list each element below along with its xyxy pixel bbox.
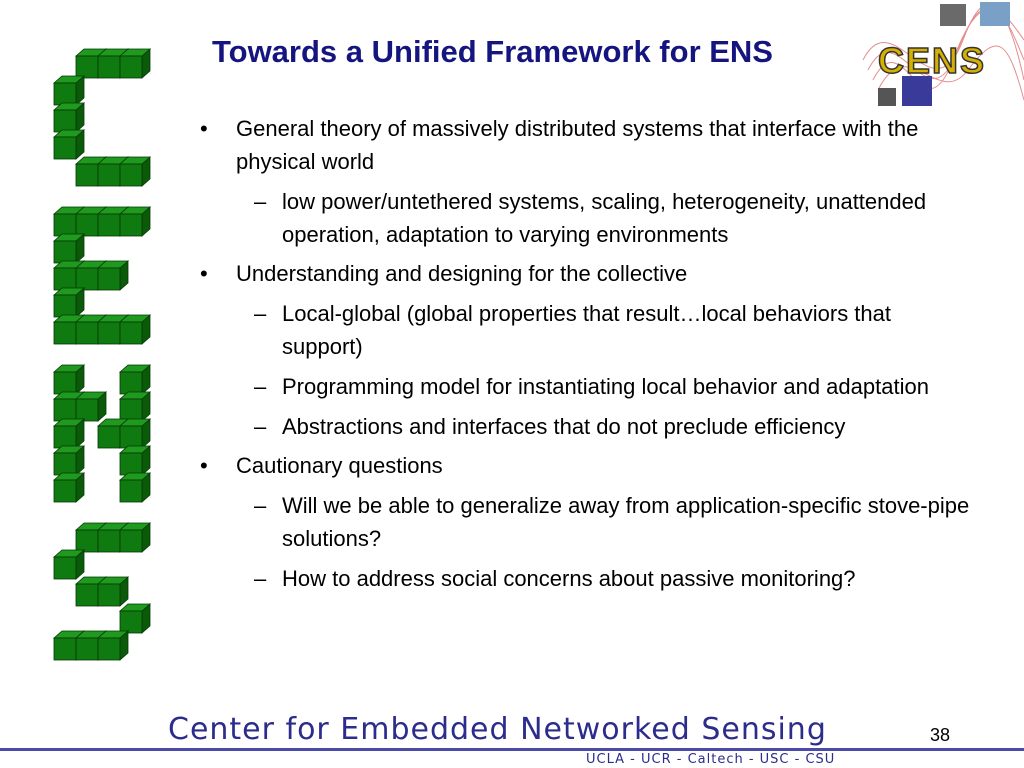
- letter-block: [52, 445, 86, 476]
- letter-block: [118, 156, 152, 187]
- letter-block: [52, 287, 86, 318]
- letter-block: [96, 630, 130, 661]
- sub-bullet-item: – low power/untethered systems, scaling,…: [196, 185, 976, 251]
- letter-block: [52, 129, 86, 160]
- bullet-text: Cautionary questions: [236, 453, 443, 478]
- letter-block: [52, 364, 86, 395]
- cens-logo-text: CENS: [877, 39, 987, 82]
- slide-title: Towards a Unified Framework for ENS: [212, 34, 773, 69]
- letter-block: [118, 472, 152, 503]
- letter-block: [118, 603, 152, 634]
- dash-marker: –: [254, 414, 267, 439]
- bullet-text: Understanding and designing for the coll…: [236, 261, 688, 286]
- dash-marker: –: [254, 493, 267, 518]
- letter-block: [52, 472, 86, 503]
- sub-bullet-item: – Abstractions and interfaces that do no…: [196, 410, 976, 443]
- sub-bullet-item: – Local-global (global properties that r…: [196, 297, 976, 363]
- bullet-item: • Understanding and designing for the co…: [196, 257, 976, 290]
- letter-block: [52, 549, 86, 580]
- letter-block: [118, 391, 152, 422]
- sub-bullet-item: – Will we be able to generalize away fro…: [196, 489, 976, 555]
- sub-bullet-text: How to address social concerns about pas…: [282, 566, 856, 591]
- dash-marker: –: [254, 374, 267, 399]
- footer-subtitle: UCLA - UCR - Caltech - USC - CSU: [586, 752, 836, 767]
- letter-block: [118, 206, 152, 237]
- bullet-marker: •: [200, 453, 208, 478]
- bullet-marker: •: [200, 261, 208, 286]
- letter-block: [118, 522, 152, 553]
- letter-block: [118, 418, 152, 449]
- sub-bullet-text: Local-global (global properties that res…: [282, 301, 892, 359]
- letter-block: [74, 391, 108, 422]
- sub-bullet-text: low power/untethered systems, scaling, h…: [282, 189, 927, 247]
- letter-block: [118, 445, 152, 476]
- letter-block: [96, 260, 130, 291]
- letter-block: [118, 48, 152, 79]
- letter-block: [96, 576, 130, 607]
- footer-title: Center for Embedded Networked Sensing: [168, 712, 827, 747]
- footer-divider: [0, 748, 1024, 751]
- bullet-list: • General theory of massively distribute…: [196, 112, 976, 595]
- letter-block: [52, 418, 86, 449]
- letter-block: [52, 102, 86, 133]
- dash-marker: –: [254, 301, 267, 326]
- bullet-text: General theory of massively distributed …: [236, 116, 919, 174]
- sub-bullet-text: Will we be able to generalize away from …: [282, 493, 970, 551]
- letter-block: [118, 364, 152, 395]
- letter-block: [52, 75, 86, 106]
- cens-block-letters-graphic: [52, 48, 152, 661]
- sub-bullet-text: Abstractions and interfaces that do not …: [282, 414, 846, 439]
- dash-marker: –: [254, 566, 267, 591]
- page-number: 38: [930, 725, 951, 745]
- letter-block: [52, 233, 86, 264]
- bullet-marker: •: [200, 116, 208, 141]
- bullet-item: • Cautionary questions: [196, 449, 976, 482]
- letter-block: [118, 314, 152, 345]
- bullet-item: • General theory of massively distribute…: [196, 112, 976, 178]
- sub-bullet-item: – Programming model for instantiating lo…: [196, 370, 976, 403]
- sub-bullet-text: Programming model for instantiating loca…: [282, 374, 929, 399]
- dash-marker: –: [254, 189, 267, 214]
- cens-logo-graphic: [862, 2, 1024, 106]
- sub-bullet-item: – How to address social concerns about p…: [196, 562, 976, 595]
